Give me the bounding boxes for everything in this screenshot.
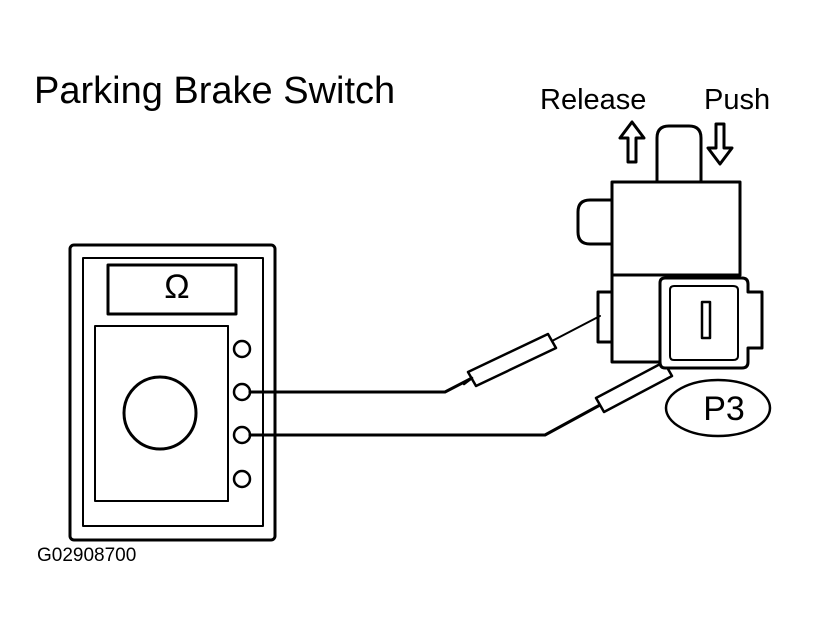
push-label: Push <box>704 84 771 116</box>
diagram-title: Parking Brake Switch <box>34 70 396 112</box>
meter-jack-2 <box>232 382 252 402</box>
connector-label-ellipse <box>664 378 772 438</box>
meter-jack-3 <box>232 425 252 445</box>
down-arrow-icon <box>706 122 734 166</box>
test-leads <box>248 376 602 437</box>
ohmmeter-icon <box>68 243 277 542</box>
figure-code: G02908700 <box>37 545 137 566</box>
meter-dial <box>122 375 198 451</box>
connector-label: P3 <box>703 390 745 428</box>
meter-jack-1 <box>232 339 252 359</box>
ohm-symbol: Ω <box>164 268 190 306</box>
up-arrow-icon <box>618 120 646 164</box>
meter-jack-4 <box>232 469 252 489</box>
release-label: Release <box>540 84 647 116</box>
switch-icon <box>576 124 764 370</box>
